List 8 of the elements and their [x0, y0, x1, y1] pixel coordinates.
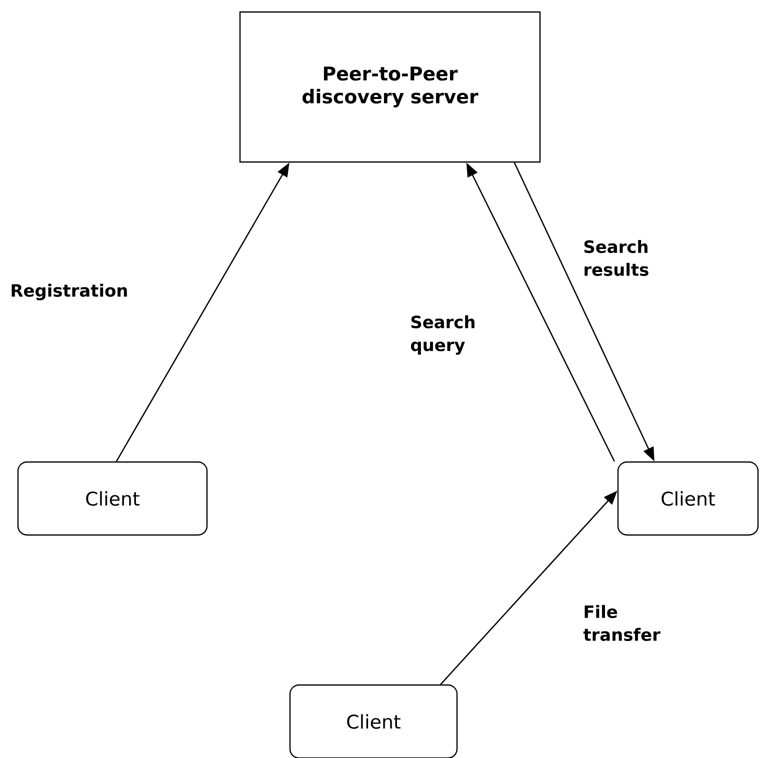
- edge-label: Registration: [12, 284, 127, 300]
- edge-label: Search query: [410, 315, 474, 355]
- edge-label: File transfer: [583, 604, 660, 641]
- client-box: Client: [289, 684, 458, 758]
- client-box: Client: [617, 461, 759, 536]
- server-box: Peer-to-Peer discovery server: [239, 11, 541, 163]
- client-box: Client: [17, 461, 208, 536]
- edge-label: Search results: [584, 240, 648, 276]
